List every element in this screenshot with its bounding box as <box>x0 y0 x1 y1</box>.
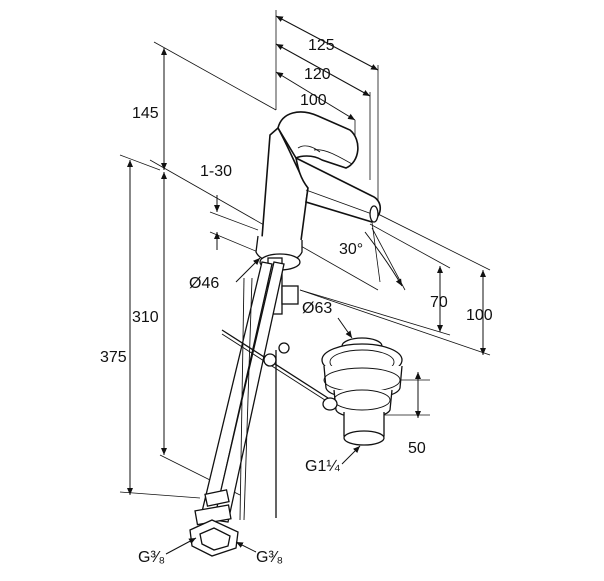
dim-g114-label: G1¼ <box>305 458 340 475</box>
dim-1-30-label: 1-30 <box>200 163 232 180</box>
dim-100-top-label: 100 <box>300 92 327 109</box>
d46-leader <box>235 257 261 283</box>
dim-g38-left-label: G³⁄₈ <box>138 549 165 566</box>
g38-left-leader <box>165 537 197 555</box>
dim-375-label: 375 <box>100 349 127 366</box>
g38-right-leader <box>235 541 257 553</box>
angle-dimension <box>364 221 406 291</box>
dim-100-right-label: 100 <box>466 307 493 324</box>
right-dimension-lines <box>299 209 491 356</box>
top-dimension-lines <box>275 10 379 210</box>
dim-d46-label: Ø46 <box>189 275 219 292</box>
dim-125-label: 125 <box>308 37 335 54</box>
angle-30-label: 30° <box>339 241 363 258</box>
g114-leader <box>341 445 361 465</box>
drain-height-dimension <box>384 372 430 418</box>
dim-120-label: 120 <box>304 66 331 83</box>
dim-310-label: 310 <box>132 309 159 326</box>
dim-d63-label: Ø63 <box>302 300 332 317</box>
mounting-assembly <box>189 257 329 557</box>
faucet-body <box>255 111 382 271</box>
dim-g38-right-label: G³⁄₈ <box>256 549 283 566</box>
drain-assembly <box>321 337 403 446</box>
left-dimension-lines <box>119 41 379 499</box>
d63-leader <box>337 317 353 339</box>
dim-70-label: 70 <box>430 294 448 311</box>
dim-50-label: 50 <box>408 440 426 457</box>
dim-145-label: 145 <box>132 105 159 122</box>
